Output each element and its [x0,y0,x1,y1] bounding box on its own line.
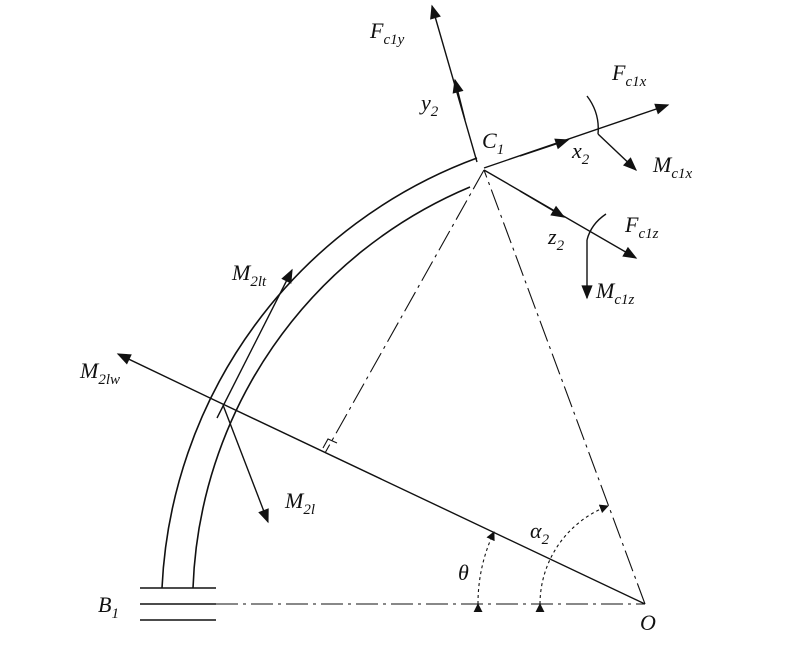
support-b1 [140,587,216,621]
angle-arc-theta [473,531,495,613]
arrow-x2-head [519,138,570,157]
label-mc1x: Mc1x [652,152,692,182]
label-c1: C1 [482,128,504,158]
arrow-m2lw [116,353,211,399]
axis-y2 [430,4,478,163]
label-mc1z: Mc1z [595,278,634,308]
label-m2lw: M2lw [79,358,120,388]
axis-x2 [483,103,670,169]
arrow-m2lt [216,268,293,419]
label-m2l: M2l [284,488,315,518]
beam-outer-arc [161,157,478,589]
label-x2: x2 [571,138,590,168]
right-angle-mark [322,438,338,449]
label-alpha2: α2 [530,518,550,548]
label-y2: y2 [419,90,439,120]
arrow-mc1x [597,133,638,171]
label-b1: B1 [98,592,119,622]
label-theta: θ [458,560,469,585]
arrow-m2l [222,404,269,524]
moment-arc-mc1z [586,213,607,241]
label-fc1x: Fc1x [611,60,647,90]
angle-arc-alpha2 [535,504,609,613]
moment-arc-mc1x [586,95,599,135]
label-z2: z2 [547,224,565,254]
label-o: O [640,610,656,635]
arrow-y2-head [452,78,466,121]
label-fc1z: Fc1z [624,212,659,242]
centre-lines [216,169,646,605]
label-fc1y: Fc1y [369,18,405,48]
arrow-z2-head [519,190,566,218]
beam-inner-arc [192,186,471,589]
label-m2lt: M2lt [231,260,267,290]
